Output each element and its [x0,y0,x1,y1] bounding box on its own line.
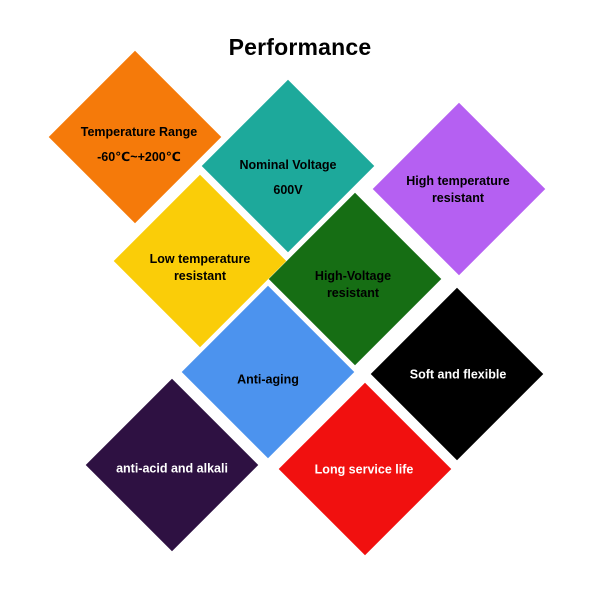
page-title: Performance [228,34,372,60]
label-high-temperature-resistant-line2: resistant [431,191,485,205]
label-long-service-life-line1: Long service life [314,462,414,477]
label-long-service-life: Long service life [315,462,414,479]
label-anti-acid-and-alkali: anti-acid and alkali [116,461,228,478]
label-high-voltage-resistant: High-Voltage resistant [315,268,391,302]
label-anti-acid-and-alkali-line1: anti-acid and alkali [116,461,228,476]
label-soft-and-flexible-line1: Soft and flexible [409,367,507,382]
label-low-temperature-resistant-line1: Low temperature [149,252,251,267]
label-high-temperature-resistant: High temperature resistant [406,173,510,207]
label-high-voltage-resistant-line2: resistant [326,286,380,300]
label-soft-and-flexible: Soft and flexible [410,367,507,384]
label-high-temperature-resistant-line1: High temperature [406,174,510,189]
label-low-temperature-resistant-line2: resistant [173,269,227,283]
label-nominal-voltage-line2: 600V [273,183,303,197]
label-temperature-range-line1: Temperature Range [80,125,198,140]
label-low-temperature-resistant: Low temperature resistant [150,251,251,285]
label-nominal-voltage-line1: Nominal Voltage [239,158,337,173]
label-temperature-range: Temperature Range -60℃~+200℃ [81,124,197,166]
label-anti-aging-line1: Anti-aging [237,372,299,387]
label-high-voltage-resistant-line1: High-Voltage [314,269,392,284]
label-anti-aging: Anti-aging [237,372,299,389]
label-nominal-voltage: Nominal Voltage 600V [239,157,336,199]
label-temperature-range-line2: -60℃~+200℃ [97,150,181,164]
